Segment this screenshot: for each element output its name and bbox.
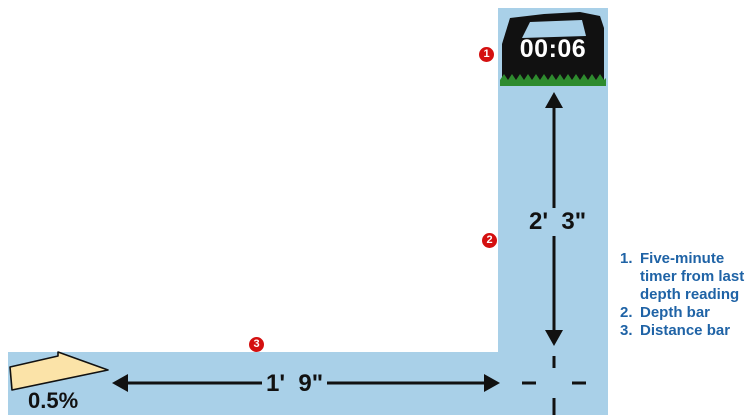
depth-value: 2' 3" xyxy=(526,208,590,236)
legend-text: Five-minute timer from last depth readin… xyxy=(640,250,745,303)
callout-badge-1: 1 xyxy=(479,47,494,62)
legend-item: 2. Depth bar xyxy=(620,304,748,322)
grass-icon xyxy=(500,74,606,86)
legend-item: 1. Five-minute timer from last depth rea… xyxy=(620,250,748,304)
distance-value: 1' 9" xyxy=(262,372,328,396)
crosshair-icon xyxy=(522,356,586,415)
callout-badge-3: 3 xyxy=(249,337,264,352)
legend-number: 1. xyxy=(620,250,633,267)
five-minute-timer: 00:06 xyxy=(500,8,606,86)
callout-badge-2: 2 xyxy=(482,233,497,248)
legend-number: 2. xyxy=(620,304,633,321)
grade-wedge-icon xyxy=(9,351,109,391)
locator-icon xyxy=(500,12,606,86)
legend: 1. Five-minute timer from last depth rea… xyxy=(620,250,748,340)
legend-item: 3. Distance bar xyxy=(620,322,748,340)
legend-number: 3. xyxy=(620,322,633,339)
legend-text: Depth bar xyxy=(640,304,711,321)
timer-value: 00:06 xyxy=(519,35,587,63)
legend-text: Distance bar xyxy=(640,322,731,339)
grade-value: 0.5% xyxy=(28,388,79,413)
